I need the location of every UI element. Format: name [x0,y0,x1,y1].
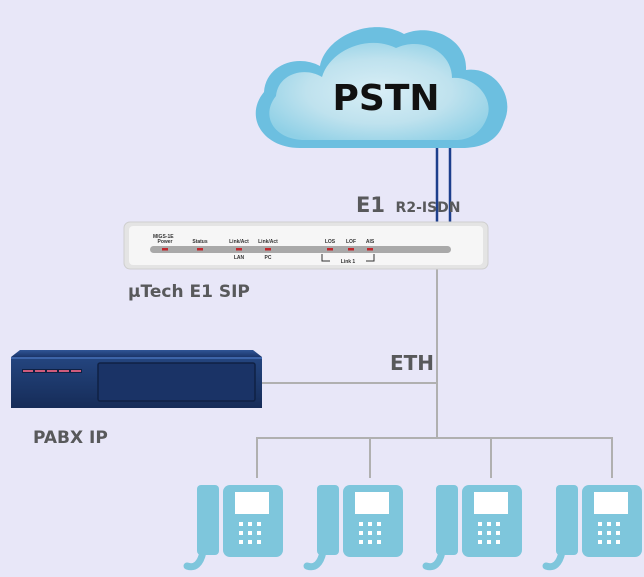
gateway-leds [162,248,373,251]
led-label: Power [157,239,172,245]
eth-label: ETH [390,351,434,375]
cloud-icon [255,27,508,148]
group-label-pc: PC [265,255,272,261]
group-label-link: Link 1 [341,259,356,265]
group-label-lan: LAN [234,255,245,261]
gateway-name: µTech E1 SIP [128,282,250,302]
led-label: LOF [346,239,356,245]
trunk-label: E1 R2-ISDN [356,193,461,217]
pabx-label: PABX IP [33,428,108,448]
phone-icon [303,485,403,571]
trunk-line [435,148,452,224]
trunk-protocol: R2-ISDN [396,200,461,216]
ethernet-lines [256,268,613,478]
gateway-led-labels: Power Status Link/Act Link/Act LOS LOF A… [157,239,374,245]
led-label: AIS [366,239,375,245]
phones [183,485,642,571]
cloud-label: PSTN [333,78,440,119]
pabx-icon [11,350,262,408]
phone-icon [542,485,642,571]
trunk-e1: E1 [356,193,385,217]
led-label: Link/Act [229,239,249,245]
phone-icon [183,485,283,571]
gateway-model: MIGS-1E [153,234,174,240]
gateway-device: MIGS-1E Power Status Link/Act Link/Act L… [123,221,489,270]
phone-icon [422,485,522,571]
led-label: LOS [325,239,336,245]
led-label: Link/Act [258,239,278,245]
led-label: Status [192,239,208,245]
